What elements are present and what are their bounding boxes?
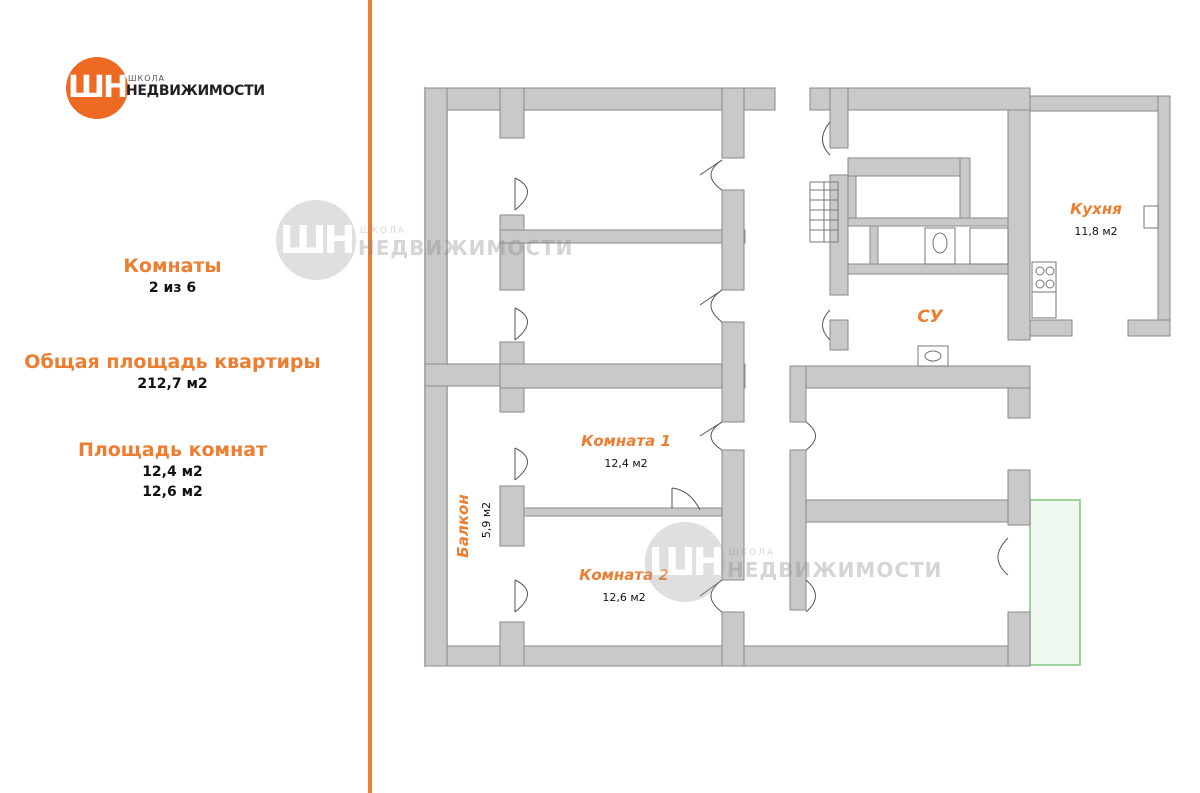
counter-icon (1031, 291, 1057, 319)
wall-right-4 (789, 449, 807, 611)
doors (514, 121, 1009, 613)
wall-svc-2 (847, 175, 857, 219)
watermark-small: ШКОЛА (729, 548, 776, 558)
bathroom-label: СУ (917, 307, 943, 327)
balcony-label: Балкон (454, 494, 472, 557)
wall-col-a4 (499, 485, 525, 547)
wall-mid-v2 (721, 189, 745, 291)
kitchen-label: Кухня (1070, 200, 1122, 218)
rooms-title: Комнаты (123, 255, 222, 277)
wall-sep-2 (499, 363, 746, 389)
wall-cor-r3 (829, 319, 849, 351)
wall-right-8 (1007, 611, 1031, 667)
rooms-area-block: Площадь комнат 12,4 м2 12,6 м2 (0, 438, 345, 502)
wall-right-3 (789, 365, 807, 423)
watermark-small: ШКОЛА (360, 226, 407, 236)
watermark-big: НЕДВИЖИМОСТИ (727, 558, 943, 582)
room2-label: Комната 2 (579, 566, 669, 584)
room1-label: Комната 1 (581, 432, 671, 450)
floor-plan: Кухня 11,8 м2 СУ Комната 1 12,4 м2 Комна… (424, 86, 1171, 668)
total-area-value: 212,7 м2 (137, 376, 208, 392)
wall-kitchen-bottom (1127, 319, 1171, 337)
orange-divider (368, 0, 372, 793)
wall-cor-r1 (829, 87, 849, 149)
logo-small-text: ШКОЛА (128, 74, 166, 83)
room-area-value-2: 12,6 м2 (142, 484, 203, 500)
wall-sep-3 (523, 507, 723, 517)
watermark-big: НЕДВИЖИМОСТИ (358, 236, 574, 260)
logo-circle (66, 57, 128, 119)
wall-sep-1 (499, 229, 746, 244)
rooms-area-title: Площадь комнат (77, 439, 268, 461)
watermark-circle (645, 522, 725, 602)
wall-col-a (499, 87, 525, 139)
school-logo: ШН ШКОЛА НЕДВИЖИМОСТИ (66, 57, 266, 121)
total-area-title: Общая площадь квартиры (24, 351, 321, 373)
wall-col-a5 (499, 621, 525, 667)
wall-svc-6 (847, 263, 1009, 275)
watermark-monogram: ШН (279, 218, 356, 262)
wall-svc-3 (847, 217, 1009, 227)
wall-right-6 (1007, 387, 1031, 419)
wall-svc-1 (847, 157, 969, 177)
wall-right-7 (1007, 469, 1031, 526)
walls (424, 87, 1171, 667)
shower-icon (969, 227, 1009, 265)
room1-area: 12,4 м2 (604, 457, 647, 470)
wall-top-kitchen (1029, 95, 1171, 112)
room2-area: 12,6 м2 (602, 591, 645, 604)
fixtures (917, 205, 1159, 367)
wall-right-2 (789, 365, 1031, 389)
wall-mid-v5 (721, 611, 745, 667)
wall-cor-r2 (829, 174, 849, 296)
balcony-right-outline (1029, 499, 1081, 666)
wall-right-5 (805, 499, 1031, 523)
logo-monogram: ШН (67, 70, 128, 105)
kitchen-sink-icon (1143, 205, 1159, 229)
watermark-bottom: ШН ШКОЛА НЕДВИЖИМОСТИ (645, 522, 945, 602)
rooms-block: Комнаты 2 из 6 (0, 254, 345, 298)
balcony-area: 5,9 м2 (480, 502, 493, 538)
watermark-top: ШН ШКОЛА НЕДВИЖИМОСТИ (276, 200, 576, 280)
watermark-monogram: ШН (648, 540, 725, 584)
wall-mid-v4 (721, 449, 745, 581)
wall-mid-v3 (721, 321, 745, 423)
kitchen-area: 11,8 м2 (1074, 225, 1117, 238)
wall-right-1 (1007, 109, 1031, 341)
wall-col-a2 (499, 214, 525, 291)
wall-kitchen-right (1157, 95, 1171, 337)
wall-svc-4 (959, 157, 971, 219)
rooms-value: 2 из 6 (148, 280, 197, 296)
wall-left-mid (424, 363, 501, 387)
room-area-value-1: 12,4 м2 (142, 464, 203, 480)
logo-big-text: НЕДВИЖИМОСТИ (126, 83, 265, 99)
total-area-block: Общая площадь квартиры 212,7 м2 (0, 350, 345, 394)
wall-mid-v1 (721, 87, 745, 159)
watermark-circle (276, 200, 356, 280)
stairs (809, 181, 839, 243)
